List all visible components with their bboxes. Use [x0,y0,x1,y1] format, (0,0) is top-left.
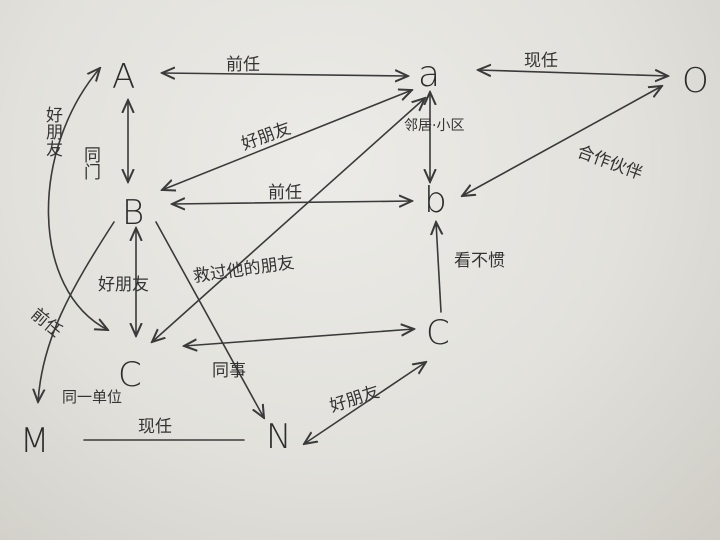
label-b-O: 合作伙伴 [574,142,645,184]
edge-B-M [38,221,115,402]
label-B-M: 前任 [27,305,66,342]
node-A: A [112,57,135,97]
node-O: O [682,61,709,101]
node-a: a [418,54,440,95]
edge-C-c [184,329,414,346]
label-B-b: 前任 [268,183,302,203]
node-B: B [122,193,144,233]
edge-A-a [162,73,408,76]
edge-b-O [462,86,662,196]
edge-C-a [152,98,425,342]
label-A-a: 前任 [226,55,260,75]
edge-b-c [436,222,441,313]
label-a-b: 邻居·小区 [404,118,464,134]
label-A-M: 好朋友 [42,106,63,157]
node-C-left: C [118,355,142,395]
edge-a-O [478,70,668,76]
label-M-N: 现任 [138,417,172,437]
label-C-a: 救过他的朋友 [192,253,296,287]
label-A-B: 同门 [80,146,100,181]
edge-c-N [304,362,426,444]
edge-B-a [162,90,412,190]
label-a-O: 现任 [524,51,558,71]
node-b: b [424,180,447,221]
label-B-a: 好朋友 [239,118,294,154]
edge-B-N [155,221,264,418]
label-B-C: 好朋友 [98,275,149,295]
node-N: N [266,417,291,457]
label-c-N: 好朋友 [327,382,382,417]
node-c-right: C [426,313,450,353]
edge-A-M [47,68,108,330]
label-b-c: 看不惯 [454,251,505,271]
label-C-M: 同一单位 [62,388,122,406]
label-C-c: 同事 [212,361,246,381]
node-M: M [20,421,49,461]
